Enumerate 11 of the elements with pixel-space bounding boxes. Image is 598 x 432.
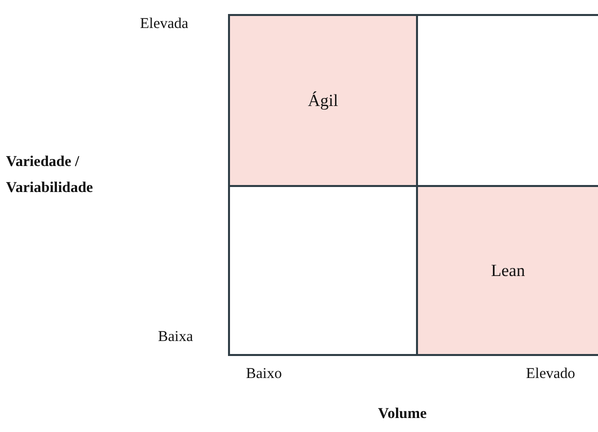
axis-tick-label: Baixo xyxy=(246,365,282,384)
quadrant-box xyxy=(416,185,598,356)
quadrant-box xyxy=(228,14,418,187)
axis-title: Variedade / Variabilidade xyxy=(6,153,94,198)
quadrant-label: Lean xyxy=(491,260,525,280)
axis-tick-label: Baixa xyxy=(158,328,193,347)
quadrant-box xyxy=(228,185,418,356)
axis-tick-label: Elevado xyxy=(526,365,576,384)
axis-tick-label: Elevada xyxy=(140,15,188,34)
axis-title: Volume xyxy=(378,405,427,424)
quadrant-label: Ágil xyxy=(308,90,338,110)
